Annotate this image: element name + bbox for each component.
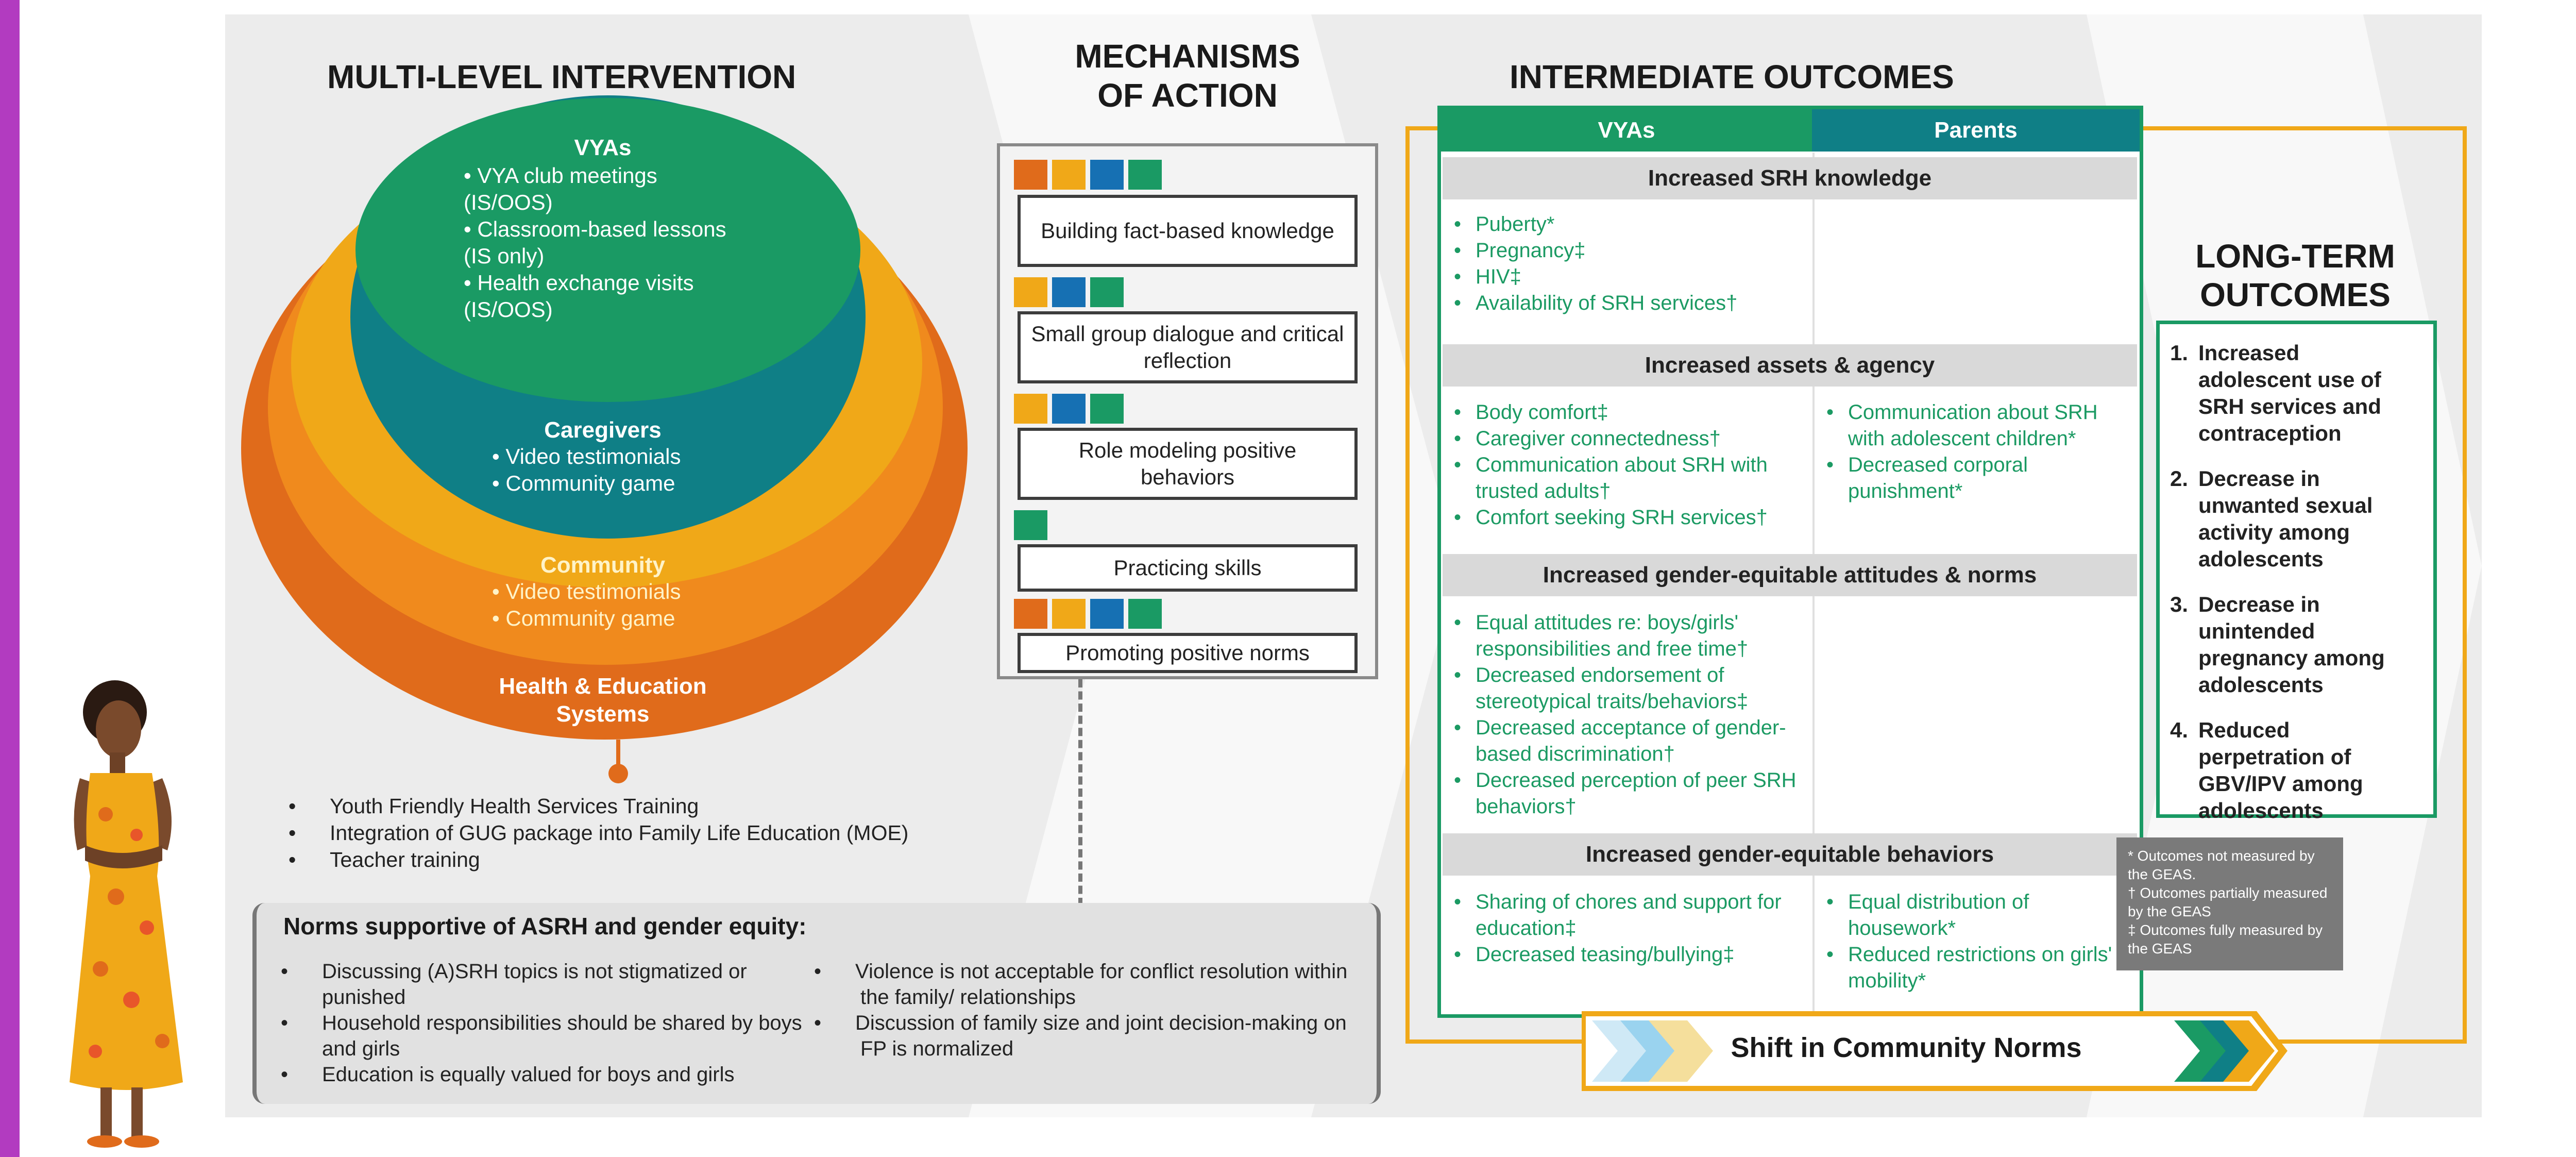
list-item: Body comfort‡ [1454, 399, 1809, 426]
long-term-box: 1.Increased adolescent use of SRH servic… [2156, 321, 2437, 823]
section-gender-behaviors: Increased gender-equitable behaviors [1443, 833, 2137, 876]
list-item: Reduced restrictions on girls' mobility* [1826, 942, 2136, 994]
color-bar [1052, 277, 1086, 307]
section-srh-knowledge: Increased SRH knowledge [1443, 157, 2137, 199]
list-item: Pregnancy‡ [1454, 238, 1804, 264]
color-bar [1014, 599, 1047, 629]
shift-label: Shift in Community Norms [1731, 1032, 2082, 1063]
list-item: Health exchange visits (IS/OOS) [464, 270, 752, 323]
list-item: Integration of GUG package into Family L… [289, 819, 1020, 846]
list-item: Decreased perception of peer SRH behavio… [1454, 767, 1804, 820]
list-item: Community game [492, 470, 750, 497]
left-border [0, 0, 20, 1157]
systems-heading: Health & Education Systems [499, 674, 707, 727]
list-item: Youth Friendly Health Services Training [289, 793, 1020, 819]
list-item: VYA club meetings (IS/OOS) [464, 162, 752, 216]
mechanism-norms: Promoting positive norms [1018, 633, 1358, 673]
vyas-list: VYA club meetings (IS/OOS) Classroom-bas… [464, 162, 752, 323]
shift-arrow [1582, 1011, 2287, 1091]
color-bar [1090, 160, 1124, 190]
list-item: Household responsibilities should be sha… [281, 1010, 832, 1062]
list-item: Decreased corporal punishment* [1826, 452, 2136, 505]
list-item: Equal attitudes re: boys/girls' responsi… [1454, 610, 1804, 662]
legend-partially-measured: † Outcomes partially measured by the GEA… [2128, 885, 2328, 919]
systems-list: Youth Friendly Health Services Training … [289, 793, 1020, 873]
s2-parents-list: Communication about SRH with adolescent … [1826, 399, 2136, 505]
long-term-item: 1.Increased adolescent use of SRH servic… [2170, 341, 2381, 445]
mechanisms-title-1: MECHANISMS [1075, 38, 1300, 75]
norms-title: Norms supportive of ASRH and gender equi… [283, 913, 807, 940]
color-bar [1014, 510, 1047, 540]
legend-box: * Outcomes not measured by the GEAS. † O… [2116, 837, 2343, 970]
color-bar [1090, 599, 1124, 629]
col-header-parents: Parents [1812, 109, 2140, 152]
color-bar [1090, 394, 1124, 424]
col-header-vyas: VYAs [1441, 109, 1812, 152]
s3-vyas-list: Equal attitudes re: boys/girls' responsi… [1454, 610, 1804, 820]
color-bar [1052, 394, 1086, 424]
list-item: Decreased acceptance of gender-based dis… [1454, 715, 1804, 767]
community-list: Video testimonials Community game [492, 578, 750, 632]
intervention-title: MULTI-LEVEL INTERVENTION [327, 58, 796, 95]
list-item: Communication about SRH with trusted adu… [1454, 452, 1809, 505]
mechanism-role-modeling: Role modeling positive behaviors [1018, 428, 1358, 500]
color-bar [1014, 394, 1047, 424]
color-bar [1128, 599, 1162, 629]
section-assets-agency: Increased assets & agency [1443, 344, 2137, 387]
caregivers-heading: Caregivers [544, 417, 662, 443]
color-bar [1090, 277, 1124, 307]
list-item: Puberty* [1454, 211, 1804, 238]
list-item: Education is equally valued for boys and… [281, 1062, 832, 1087]
list-item: Comfort seeking SRH services† [1454, 505, 1809, 531]
mechanism-skills: Practicing skills [1018, 544, 1358, 592]
s4-vyas-list: Sharing of chores and support for educat… [1454, 889, 1809, 968]
norms-left-list: Discussing (A)SRH topics is not stigmati… [281, 959, 832, 1087]
list-item: Classroom-based lessons (IS only) [464, 216, 752, 270]
list-item: Community game [492, 605, 750, 632]
long-term-item: 3.Decrease in unintended pregnancy among… [2170, 592, 2385, 697]
legend-not-measured: * Outcomes not measured by the GEAS. [2128, 848, 2315, 882]
color-bar [1014, 277, 1047, 307]
intermediate-title: INTERMEDIATE OUTCOMES [1510, 58, 1954, 95]
list-item: Caregiver connectedness† [1454, 426, 1809, 452]
dashed-connector [1078, 679, 1082, 906]
color-bar [1014, 160, 1047, 190]
list-item: Decreased endorsement of stereotypical t… [1454, 662, 1804, 715]
systems-connector-dot [608, 764, 628, 783]
color-bar [1052, 599, 1086, 629]
section-gender-attitudes: Increased gender-equitable attitudes & n… [1443, 554, 2137, 596]
long-term-item: 4.Reduced perpetration of GBV/IPV among … [2170, 718, 2363, 823]
list-item: Sharing of chores and support for educat… [1454, 889, 1809, 942]
color-bar [1052, 160, 1086, 190]
list-item: Decreased teasing/bullying‡ [1454, 942, 1809, 968]
caregivers-list: Video testimonials Community game [492, 443, 750, 497]
list-item: Communication about SRH with adolescent … [1826, 399, 2136, 452]
list-item: Video testimonials [492, 578, 750, 605]
s1-vyas-list: Puberty* Pregnancy‡ HIV‡ Availability of… [1454, 211, 1804, 316]
color-bar [1128, 160, 1162, 190]
list-item: Discussing (A)SRH topics is not stigmati… [281, 959, 832, 1010]
community-heading: Community [540, 552, 665, 578]
girl-illustration [59, 680, 198, 1154]
list-item: Discussion of family size and joint deci… [814, 1010, 1360, 1062]
vyas-heading: VYAs [574, 135, 632, 160]
legend-fully-measured: ‡ Outcomes fully measured by the GEAS [2128, 922, 2323, 957]
s4-parents-list: Equal distribution of housework* Reduced… [1826, 889, 2136, 994]
list-item: Equal distribution of housework* [1826, 889, 2136, 942]
list-item: Violence is not acceptable for conflict … [814, 959, 1360, 1010]
long-term-title-1: LONG-TERM [2195, 238, 2395, 275]
list-item: Video testimonials [492, 443, 750, 470]
list-item: Availability of SRH services† [1454, 290, 1804, 316]
s2-vyas-list: Body comfort‡ Caregiver connectedness† C… [1454, 399, 1809, 531]
norms-right-list: Violence is not acceptable for conflict … [814, 959, 1360, 1062]
list-item: HIV‡ [1454, 264, 1804, 290]
mechanism-dialogue: Small group dialogue and critical reflec… [1018, 311, 1358, 383]
mechanism-knowledge: Building fact-based knowledge [1018, 195, 1358, 267]
systems-connector [616, 740, 620, 768]
long-term-title-2: OUTCOMES [2200, 276, 2391, 313]
long-term-item: 2.Decrease in unwanted sexual activity a… [2170, 466, 2373, 571]
list-item: Teacher training [289, 846, 1020, 873]
mechanisms-title-2: OF ACTION [1097, 77, 1278, 114]
